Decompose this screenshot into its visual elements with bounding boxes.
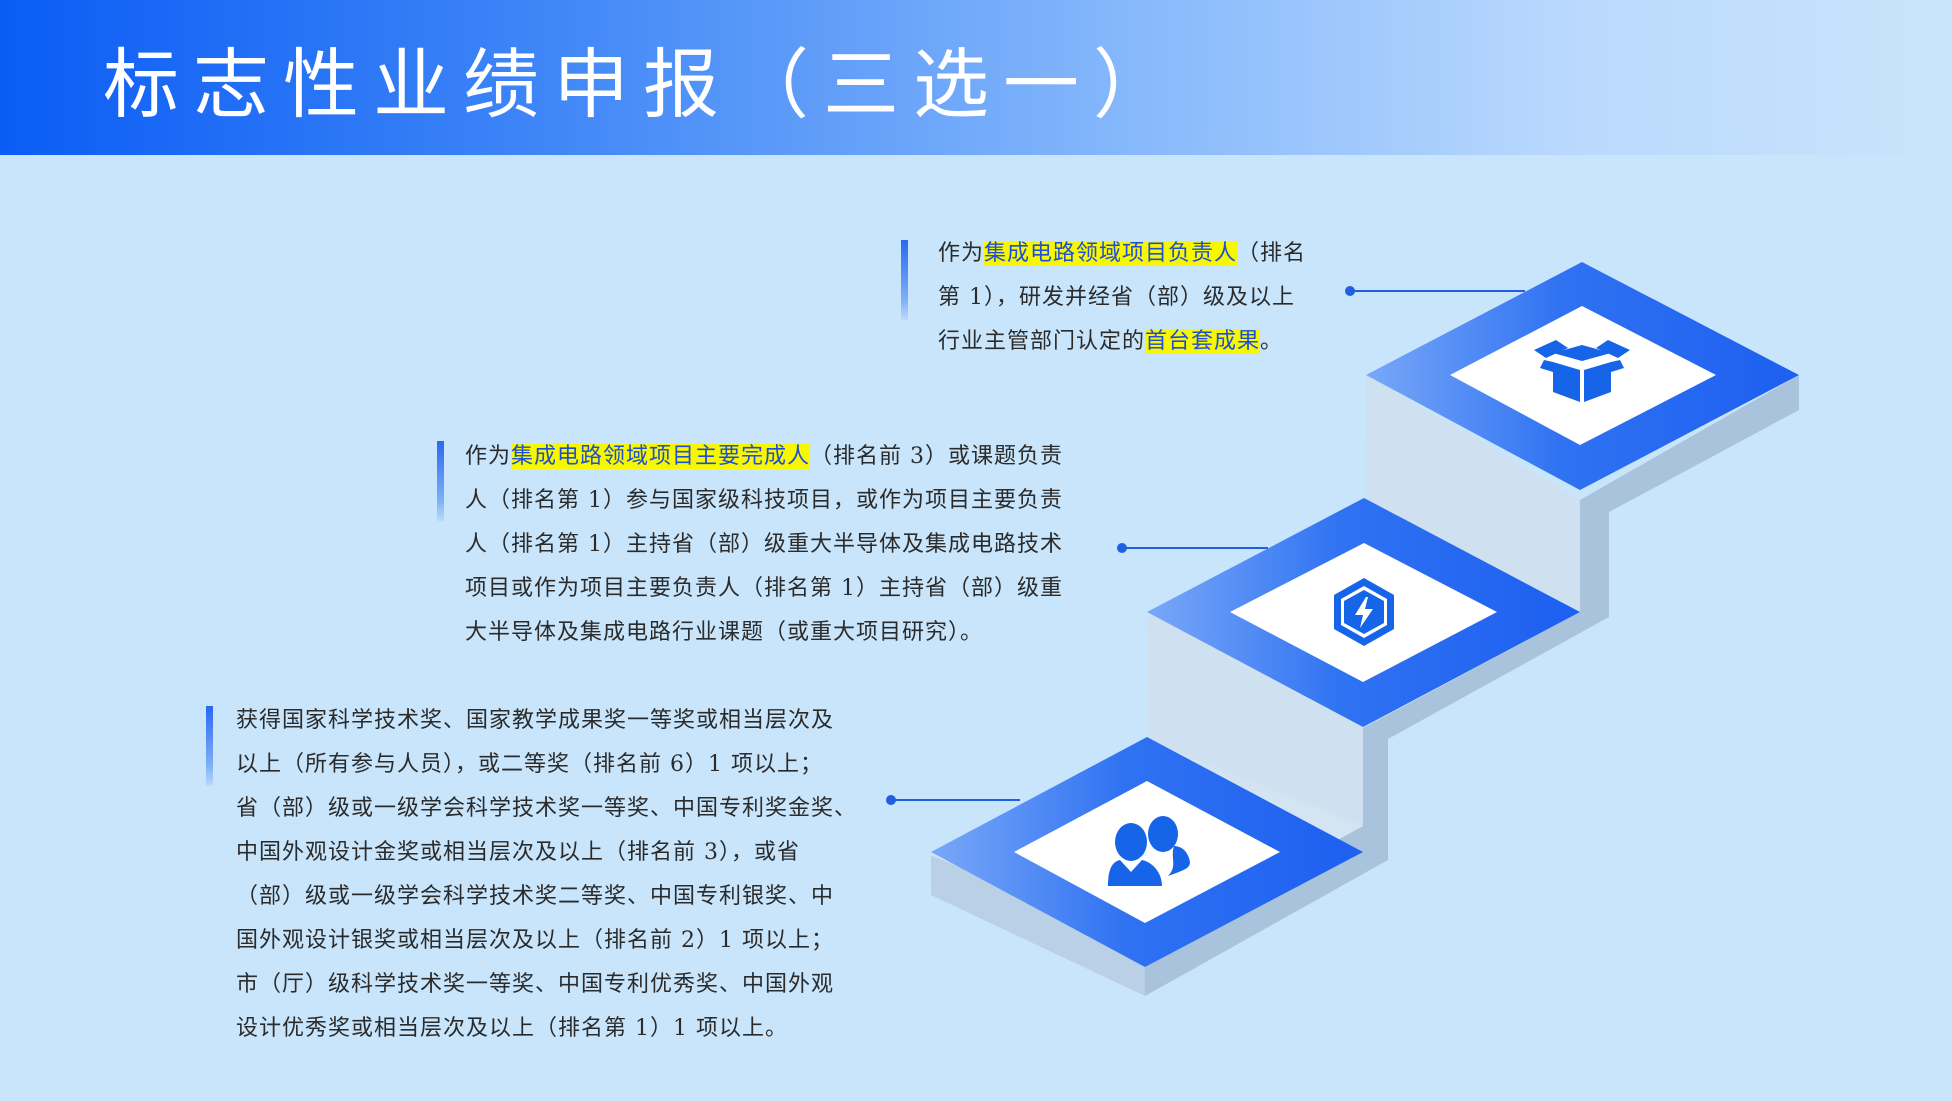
text-segment: （排名前 3）或课题负责	[810, 444, 1064, 469]
lightning-hexagon-icon	[1334, 578, 1394, 646]
achievement-text-bottom: 获得国家科学技术奖、国家教学成果奖一等奖或相当层次及以上（所有参与人员），或二等…	[236, 699, 857, 1051]
text-segment: 行业主管部门认定的	[938, 329, 1146, 354]
open-box-icon	[1534, 340, 1630, 402]
accent-bar-bottom	[206, 706, 213, 786]
text-line: 以上（所有参与人员），或二等奖（排名前 6）1 项以上；	[236, 743, 857, 787]
text-line: 人（排名第 1）参与国家级科技项目，或作为项目主要负责	[465, 479, 1063, 523]
text-line: 人（排名第 1）主持省（部）级重大半导体及集成电路技术	[465, 523, 1063, 567]
text-segment: 国外观设计银奖或相当层次及以上（排名前 2）1 项以上；	[236, 928, 834, 953]
text-segment: 获得国家科学技术奖、国家教学成果奖一等奖或相当层次及	[236, 708, 835, 733]
achievement-text-middle: 作为集成电路领域项目主要完成人（排名前 3）或课题负责人（排名第 1）参与国家级…	[465, 435, 1063, 655]
text-segment: 设计优秀奖或相当层次及以上（排名第 1）1 项以上。	[236, 1016, 788, 1041]
text-segment: 人（排名第 1）主持省（部）级重大半导体及集成电路技术	[465, 532, 1063, 557]
users-icon	[1108, 816, 1190, 886]
text-segment: （部）级或一级学会科学技术奖二等奖、中国专利银奖、中	[236, 884, 835, 909]
text-line: 市（厅）级科学技术奖一等奖、中国专利优秀奖、中国外观	[236, 963, 857, 1007]
highlighted-phrase: 首台套成果	[1145, 329, 1261, 354]
text-segment: 第 1），研发并经省（部）级及以上	[938, 285, 1295, 310]
step-bottom	[931, 737, 1363, 967]
accent-bar-middle	[437, 441, 444, 521]
title-bar: 标志性业绩申报（三选一）	[0, 0, 1952, 155]
text-line: 大半导体及集成电路行业课题（或重大项目研究）。	[465, 611, 1063, 655]
text-segment: 中国外观设计金奖或相当层次及以上（排名前 3），或省	[236, 840, 800, 865]
text-segment: 项目或作为项目主要负责人（排名第 1）主持省（部）级重	[465, 576, 1063, 601]
connector-top	[1345, 286, 1525, 296]
text-line: 项目或作为项目主要负责人（排名第 1）主持省（部）级重	[465, 567, 1063, 611]
text-segment: （排名	[1237, 241, 1307, 266]
highlighted-phrase: 集成电路领域项目主要完成人	[511, 444, 811, 469]
connector-bottom	[886, 795, 1020, 805]
text-segment: 作为	[938, 241, 985, 266]
text-segment: 人（排名第 1）参与国家级科技项目，或作为项目主要负责	[465, 488, 1063, 513]
step-top	[1366, 262, 1799, 490]
page-title: 标志性业绩申报（三选一）	[103, 40, 1183, 129]
text-line: （部）级或一级学会科学技术奖二等奖、中国专利银奖、中	[236, 875, 857, 919]
text-line: 中国外观设计金奖或相当层次及以上（排名前 3），或省	[236, 831, 857, 875]
text-segment: 省（部）级或一级学会科学技术奖一等奖、中国专利奖金奖、	[236, 796, 858, 821]
text-segment: 以上（所有参与人员），或二等奖（排名前 6）1 项以上；	[236, 752, 823, 777]
achievement-text-top: 作为集成电路领域项目负责人（排名第 1），研发并经省（部）级及以上行业主管部门认…	[938, 232, 1306, 364]
highlighted-phrase: 集成电路领域项目负责人	[984, 241, 1238, 266]
accent-bar-top	[901, 240, 908, 320]
text-line: 第 1），研发并经省（部）级及以上	[938, 276, 1306, 320]
text-segment: 大半导体及集成电路行业课题（或重大项目研究）。	[465, 620, 984, 645]
text-line: 作为集成电路领域项目负责人（排名	[938, 232, 1306, 276]
text-segment: 作为	[465, 444, 512, 469]
text-line: 获得国家科学技术奖、国家教学成果奖一等奖或相当层次及	[236, 699, 857, 743]
text-line: 作为集成电路领域项目主要完成人（排名前 3）或课题负责	[465, 435, 1063, 479]
text-line: 设计优秀奖或相当层次及以上（排名第 1）1 项以上。	[236, 1007, 857, 1051]
text-segment: 市（厅）级科学技术奖一等奖、中国专利优秀奖、中国外观	[236, 972, 835, 997]
connector-middle	[1117, 543, 1268, 553]
text-line: 行业主管部门认定的首台套成果。	[938, 320, 1306, 364]
text-segment: 。	[1260, 329, 1284, 354]
text-line: 国外观设计银奖或相当层次及以上（排名前 2）1 项以上；	[236, 919, 857, 963]
text-line: 省（部）级或一级学会科学技术奖一等奖、中国专利奖金奖、	[236, 787, 857, 831]
